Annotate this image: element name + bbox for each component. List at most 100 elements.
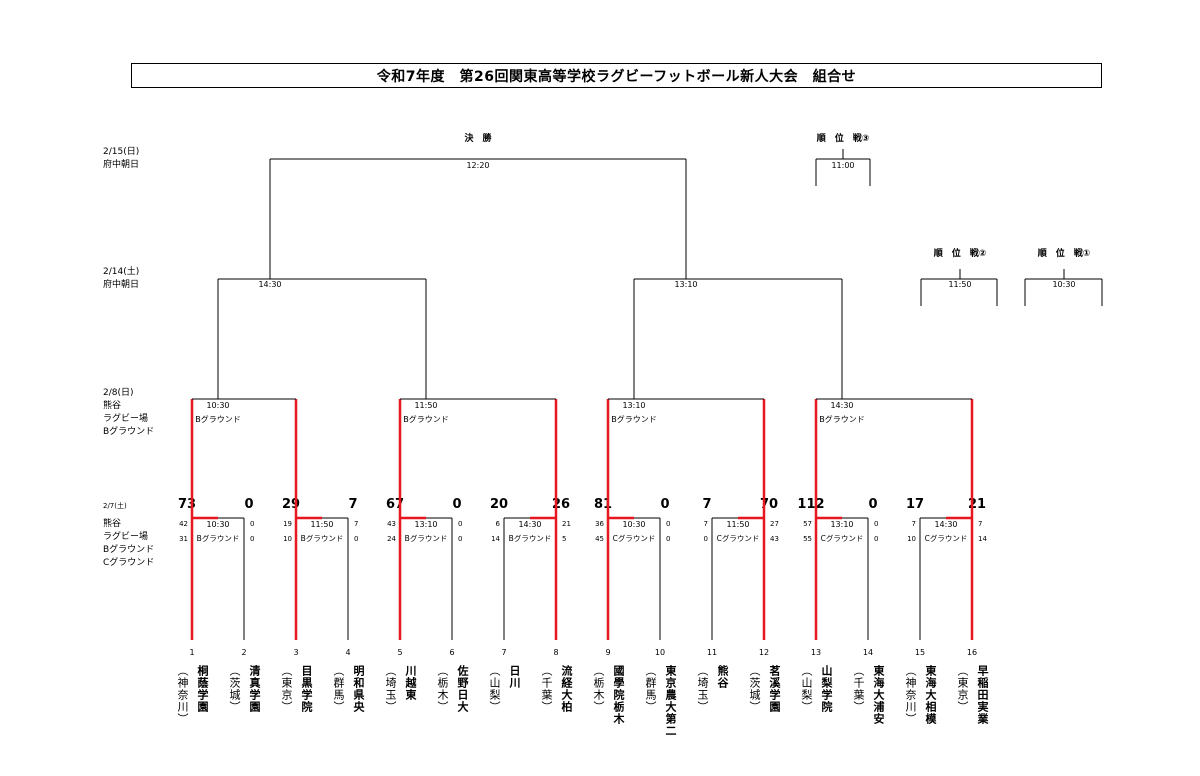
team-name-block: 川越東 （埼玉） [384, 665, 417, 713]
score-left: 7 [702, 497, 711, 512]
team-name: 清真学園 [248, 665, 261, 713]
score-right: 0 [660, 497, 669, 512]
team-name: 國學院栃木 [612, 665, 625, 725]
date-quarter-venue: 熊谷 [103, 401, 122, 411]
team-name-block: 熊谷（埼玉） [696, 665, 729, 713]
first-venue-3: Bグラウンド [103, 545, 155, 555]
first-round-ground: Bグラウンド [197, 533, 240, 543]
half2-left: 31 [179, 535, 188, 543]
first-round-time: 10:30 [622, 520, 645, 529]
half2-right: 5 [562, 535, 566, 543]
first-round-time: 11:50 [726, 520, 749, 529]
team-prefecture: （東京） [280, 665, 293, 713]
team-name: 早稲田実業 [976, 665, 989, 725]
team-number: 13 [811, 648, 821, 657]
half2-right: 43 [770, 535, 779, 543]
team-prefecture: （群馬） [644, 665, 657, 713]
half2-left: 45 [595, 535, 604, 543]
placement-label: 順 位 戦③ [816, 132, 870, 144]
team-prefecture: （神奈川） [904, 665, 917, 725]
team-prefecture: （神奈川） [176, 665, 189, 725]
team-prefecture: （千葉） [852, 665, 865, 713]
team-prefecture: （群馬） [332, 665, 345, 713]
team-name: 目黒学院 [300, 665, 313, 713]
date-semi-day: 2/14(土) [103, 267, 140, 277]
semi-time: 13:10 [674, 280, 697, 289]
half1-right: 0 [874, 520, 878, 528]
first-round-time: 10:30 [206, 520, 229, 529]
team-prefecture: （埼玉） [696, 665, 709, 713]
team-name: 桐蔭学園 [196, 665, 209, 713]
date-semi-label: 2/14(土) 府中朝日 [103, 266, 139, 292]
first-round-time: 11:50 [310, 520, 333, 529]
team-number: 3 [293, 648, 298, 657]
team-prefecture: （山梨） [800, 665, 813, 713]
team-name: 日川 [508, 665, 521, 689]
half1-left: 7 [912, 520, 916, 528]
team-name-block: 早稲田実業（東京） [956, 665, 989, 725]
team-name-block: 明和県央（群馬） [332, 665, 365, 713]
date-final-label: 2/15(日) 府中朝日 [103, 146, 139, 172]
score-left: 29 [282, 497, 300, 512]
placement-time: 10:30 [1052, 280, 1075, 289]
team-name: 東京農大第二 [664, 665, 677, 737]
half1-right: 0 [458, 520, 462, 528]
half2-right: 0 [458, 535, 462, 543]
score-right: 7 [348, 497, 357, 512]
score-right: 0 [868, 497, 877, 512]
half1-right: 0 [666, 520, 670, 528]
team-number: 9 [605, 648, 610, 657]
score-right: 70 [760, 497, 778, 512]
team-number: 14 [863, 648, 873, 657]
team-name: 山梨学院 [820, 665, 833, 713]
team-number: 4 [345, 648, 350, 657]
date-first-label: 2/7(土) [103, 500, 127, 513]
half2-right: 0 [354, 535, 358, 543]
half2-left: 10 [283, 535, 292, 543]
date-first-day: 2/7(土) [103, 502, 127, 510]
date-final-venue: 府中朝日 [103, 160, 140, 170]
team-prefecture: （埼玉） [384, 665, 397, 713]
half1-left: 43 [387, 520, 396, 528]
score-left: 67 [386, 497, 404, 512]
team-name-block: 東海大相模（神奈川） [904, 665, 937, 725]
team-name-block: 東海大浦安（千葉） [852, 665, 885, 725]
quarter-time: 11:50 [414, 401, 437, 410]
team-number: 11 [707, 648, 717, 657]
team-number: 16 [967, 648, 977, 657]
date-final-day: 2/15(日) [103, 147, 140, 157]
first-venue-1: 熊谷 [103, 519, 122, 529]
team-name: 佐野日大 [456, 665, 469, 713]
half1-right: 0 [250, 520, 254, 528]
first-round-ground: Bグラウンド [405, 533, 448, 543]
team-prefecture: （茨城） [748, 665, 761, 713]
team-number: 8 [553, 648, 558, 657]
first-round-time: 13:10 [414, 520, 437, 529]
half1-left: 57 [803, 520, 812, 528]
team-prefecture: （栃木） [436, 665, 449, 713]
team-prefecture: （千葉） [540, 665, 553, 713]
team-name-block: 流経大柏（千葉） [540, 665, 573, 713]
first-round-ground: Cグラウンド [717, 533, 760, 543]
score-right: 21 [968, 497, 986, 512]
page-title: 令和7年度 第26回関東高等学校ラグビーフットボール新人大会 組合せ [131, 63, 1102, 88]
half1-left: 36 [595, 520, 604, 528]
team-name-block: 日川 （山梨） [488, 665, 521, 713]
team-prefecture: （茨城） [228, 665, 241, 713]
score-left: 81 [594, 497, 612, 512]
half2-left: 55 [803, 535, 812, 543]
placement-time: 11:00 [831, 161, 854, 170]
first-round-ground: Cグラウンド [613, 533, 656, 543]
team-name: 川越東 [404, 665, 417, 701]
half1-left: 42 [179, 520, 188, 528]
placement-label: 順 位 戦② [933, 247, 987, 259]
team-number: 5 [397, 648, 402, 657]
team-name-block: 東京農大第二 （群馬） [644, 665, 677, 737]
final-label: 決 勝 [464, 132, 492, 144]
date-quarter-venue2: ラグビー場 [103, 414, 149, 424]
team-prefecture: （山梨） [488, 665, 501, 713]
score-right: 0 [452, 497, 461, 512]
team-number: 15 [915, 648, 925, 657]
final-time: 12:20 [466, 161, 489, 170]
first-round-time: 14:30 [934, 520, 957, 529]
